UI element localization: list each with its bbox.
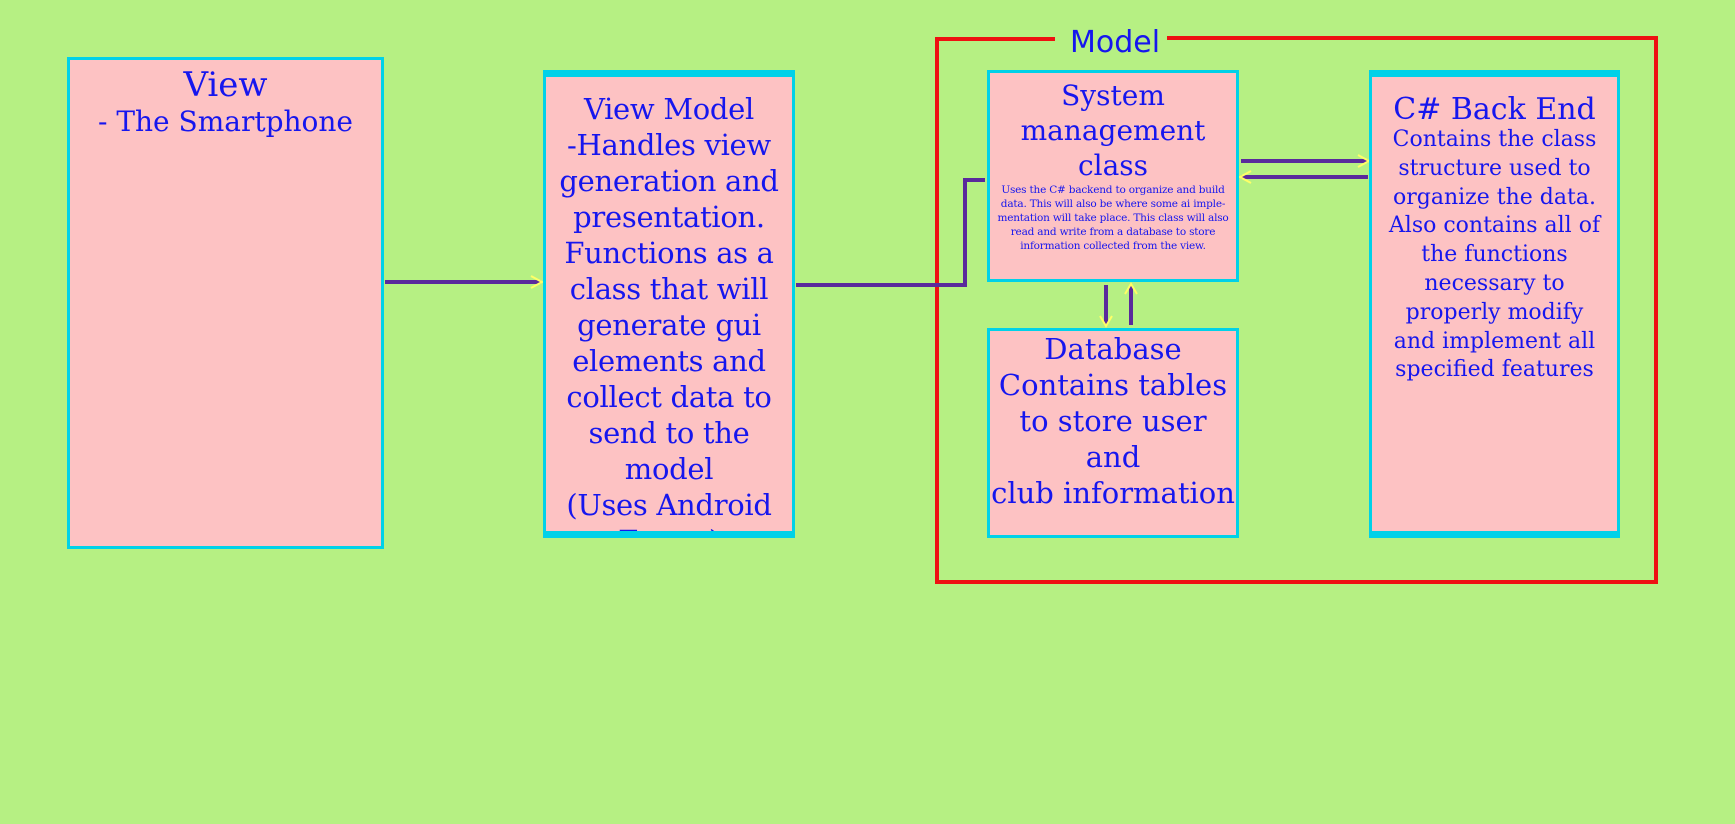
view-model-box: View Model -Handles view generation and … xyxy=(543,70,795,538)
csharp-backend-title: C# Back End xyxy=(1393,92,1596,127)
csharp-backend-box: C# Back End Contains the class structure… xyxy=(1369,70,1620,538)
view-subtitle: - The Smartphone xyxy=(97,105,354,138)
arrowhead-system-to-database xyxy=(1099,315,1113,328)
database-box: Database Contains tables to store user a… xyxy=(987,328,1239,538)
arrowhead-database-to-system xyxy=(1124,282,1138,295)
view-model-text: View Model -Handles view generation and … xyxy=(559,92,779,531)
connector-viewmodel-to-system xyxy=(796,178,985,287)
model-group-label: Model xyxy=(1069,25,1161,60)
arrowhead-system-to-backend xyxy=(1357,154,1372,168)
system-management-box: System management class Uses the C# back… xyxy=(987,70,1239,282)
system-management-description: Uses the C# backend to organize and buil… xyxy=(997,184,1229,252)
arrowhead-backend-to-system xyxy=(1237,170,1252,184)
arrowhead-view-to-viewmodel xyxy=(530,275,545,289)
view-box: View - The Smartphone xyxy=(67,57,384,549)
system-management-title: System management class xyxy=(1020,79,1206,182)
database-text: Database Contains tables to store user a… xyxy=(991,332,1235,510)
view-title: View xyxy=(183,65,268,105)
csharp-backend-description: Contains the class structure used to org… xyxy=(1388,127,1601,383)
